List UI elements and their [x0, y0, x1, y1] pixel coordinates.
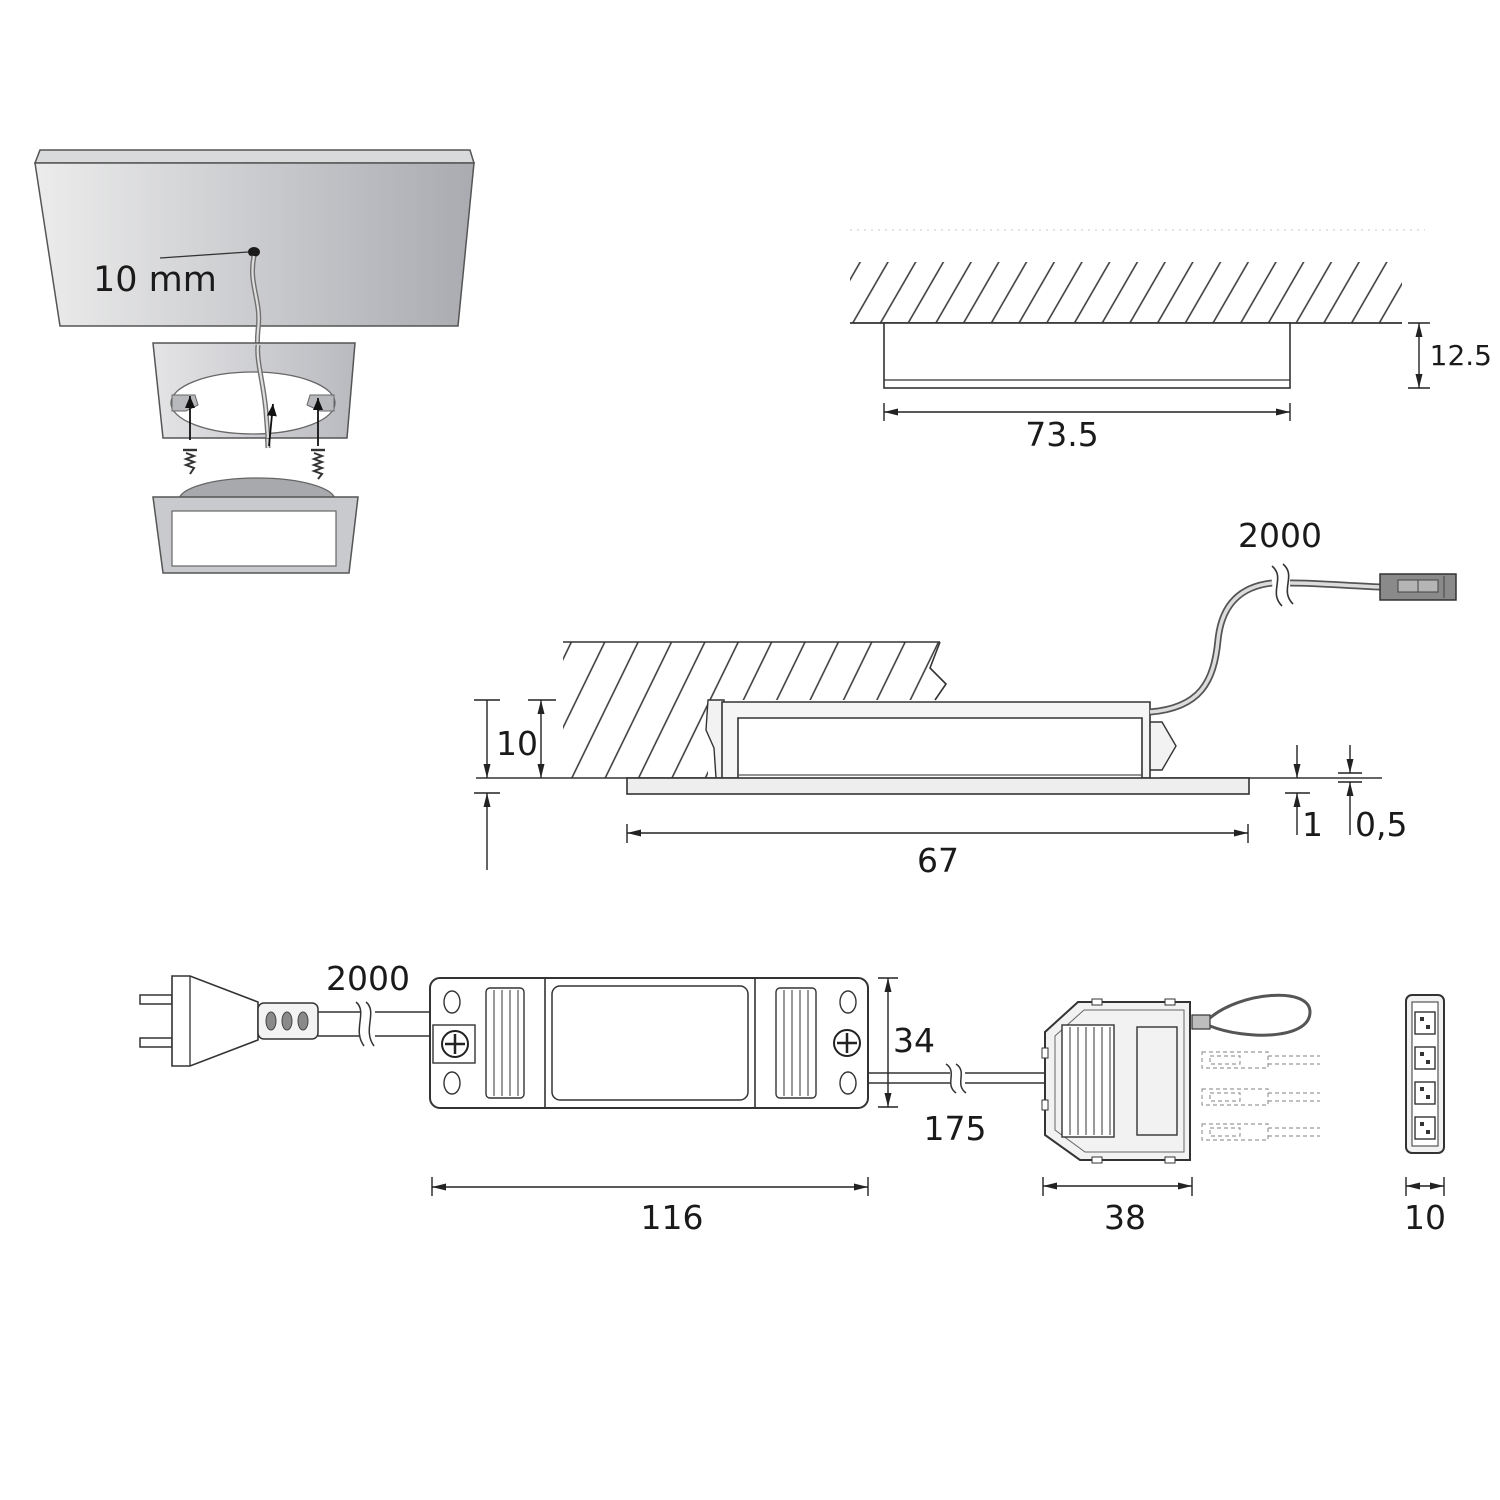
distributor-view: 38: [1041, 993, 1320, 1237]
screw-icon: [311, 448, 325, 480]
mounting-hole: [443, 1071, 461, 1095]
offset-label: 0,5: [1355, 805, 1407, 844]
lamp-flange: [626, 777, 1250, 795]
driver-ribs-left: [485, 987, 525, 1099]
installation-view: 10 mm: [33, 149, 476, 574]
distributor-inner-outline: [1054, 1009, 1185, 1153]
section-cable-inner-2: [1289, 581, 1381, 589]
flange-thickness-label: 1: [1302, 805, 1323, 844]
ceiling-break-line: [929, 641, 948, 701]
socket-icon: [1414, 1046, 1436, 1070]
driver-height-label: 34: [893, 1021, 935, 1060]
plug-body: [171, 975, 259, 1067]
profile-height-label: 12.5: [1430, 339, 1492, 372]
cable-break-icon: [945, 1063, 967, 1094]
section-width-label: 67: [917, 841, 959, 880]
connector-strip-view: 10: [1404, 994, 1446, 1237]
distributor-label-area: [1136, 1026, 1178, 1136]
optional-connector-slot: [1201, 1123, 1320, 1141]
distributor-width-label: 38: [1104, 1198, 1146, 1237]
output-cable-length-label: 175: [924, 1109, 987, 1148]
spring-clip-right: [1147, 721, 1177, 771]
loop-connector: [1191, 1014, 1211, 1030]
screw-icon: [183, 448, 197, 475]
drill-hole: [248, 247, 260, 257]
driver-length-label: 116: [641, 1198, 704, 1237]
ceiling-hatch: [850, 262, 1402, 323]
lamp-housing: [721, 701, 1151, 779]
plug-pin: [139, 1037, 173, 1048]
distributor-ribs: [1061, 1024, 1115, 1138]
plug-connector: [1379, 573, 1457, 601]
mounting-plate: [152, 342, 356, 439]
mounting-hole: [443, 990, 461, 1014]
lamp-profile: [883, 322, 1291, 389]
hole-leader-line: [159, 251, 249, 259]
bridge-loop: [1209, 993, 1312, 1037]
arrow-up-icon: [266, 403, 277, 447]
front-profile-view: 12.5 73.5: [850, 229, 1492, 454]
section-cable-outer: [1149, 579, 1273, 716]
mounting-hole: [839, 990, 857, 1014]
socket-icon: [1414, 1011, 1436, 1035]
socket-icon: [1414, 1081, 1436, 1105]
mounting-hole: [839, 1071, 857, 1095]
mounting-plate-cable-pass-inner: [256, 344, 270, 439]
lamp-diffuser: [171, 510, 337, 567]
driver-view: 2000: [139, 959, 1045, 1237]
screw-head-icon: [441, 1030, 469, 1058]
driver-ribs-right: [775, 987, 817, 1099]
recessed-lamp: [152, 477, 359, 574]
optional-connector-slot: [1201, 1088, 1320, 1106]
cable-break-icon: [355, 1001, 375, 1047]
screw-head-icon: [833, 1029, 861, 1057]
mains-cable-length-label: 2000: [326, 959, 410, 998]
mounting-plate-cutout: [170, 371, 336, 435]
driver-label-area: [551, 985, 749, 1101]
mounting-depth-label: 10: [496, 724, 538, 763]
optional-connector-slot: [1201, 1051, 1320, 1069]
section-view: 2000 10 1 0,5 67: [474, 516, 1457, 880]
cable-break-icon: [1271, 563, 1294, 607]
ceiling-panel-top-edge: [33, 149, 476, 164]
ceiling-panel: [34, 162, 475, 327]
mains-plug: [139, 975, 319, 1067]
led-driver: [429, 977, 869, 1109]
ceiling-section-hatch: [563, 642, 946, 778]
profile-width-label: 73.5: [1025, 415, 1098, 454]
socket-icon: [1414, 1116, 1436, 1140]
plug-pin: [139, 994, 173, 1005]
connector-strip-width-label: 10: [1404, 1198, 1446, 1237]
hole-diameter-label: 10 mm: [93, 260, 217, 300]
section-cable-inner: [1149, 581, 1273, 714]
section-cable-length-label: 2000: [1238, 516, 1322, 555]
